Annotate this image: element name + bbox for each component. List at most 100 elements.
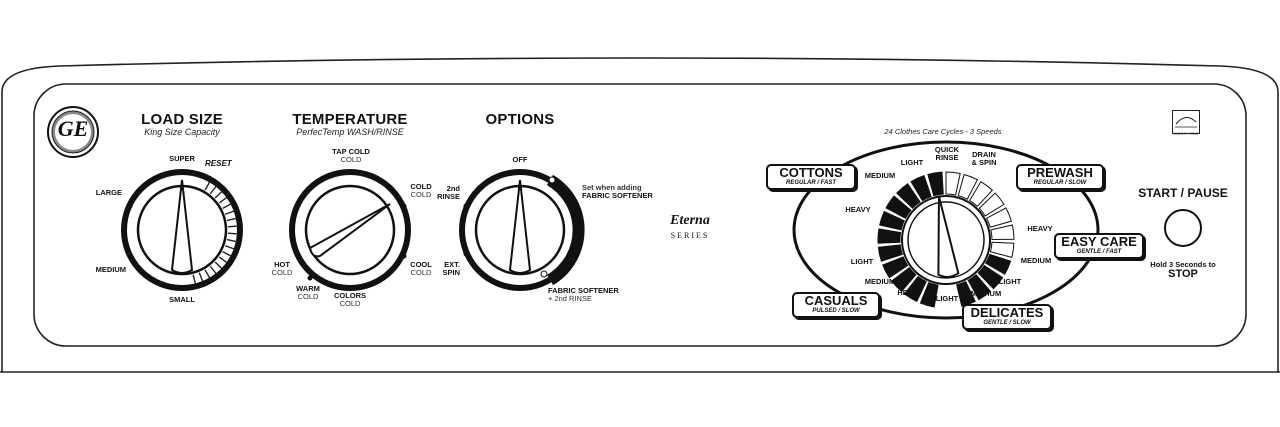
cycles-header: 24 Clothes Care Cycles - 3 Speeds	[884, 127, 1002, 136]
cyc-heavy-right: HEAVY	[1027, 224, 1053, 233]
cycle-segment	[877, 244, 903, 262]
temp-coolcold-rinse: COLD	[410, 268, 432, 277]
temp-coldcold-wash: COLD	[410, 182, 432, 191]
options-ext-spin-1: EXT.	[444, 260, 460, 269]
cyc-light-bottom: LIGHT	[935, 294, 959, 303]
cyc-drain-spin-1: DRAIN	[972, 150, 996, 159]
options-knob[interactable]	[456, 166, 586, 296]
cycle-prewash[interactable]: PREWASH REGULAR / SLOW	[1016, 164, 1104, 190]
cycle-easy-care-name: EASY CARE	[1061, 234, 1137, 249]
cycle-segment	[885, 195, 912, 219]
reset-tick	[218, 196, 228, 204]
reset-tick	[222, 250, 232, 257]
temp-colorscold-wash: COLORS	[333, 291, 367, 300]
reset-tick	[224, 210, 235, 215]
start-pause-button[interactable]	[1164, 209, 1202, 247]
ge-logo	[47, 106, 99, 158]
load-super-label: SUPER	[169, 154, 195, 163]
cyc-quick-rinse-2: RINSE	[935, 153, 959, 162]
cyc-medium-br: MEDIUM	[970, 289, 1002, 298]
cyc-medium-top: MEDIUM	[864, 171, 896, 180]
temperature-knob[interactable]	[286, 166, 416, 296]
cyc-heavy-bottom: HEAVY	[897, 288, 923, 297]
reset-tick	[209, 265, 218, 275]
cycle-cottons-speed: REGULAR / FAST	[785, 180, 836, 186]
reset-tick	[227, 232, 238, 235]
reset-tick	[204, 269, 211, 279]
cyc-light-top: LIGHT	[900, 158, 924, 167]
reset-tick	[226, 238, 237, 243]
cycle-segment	[989, 241, 1015, 258]
cycle-segment	[968, 180, 994, 208]
start-pause-hint: Hold 3 Seconds to	[1150, 260, 1216, 269]
cyc-quick-rinse-1: QUICK	[934, 145, 960, 154]
cycle-segment	[891, 267, 917, 293]
reset-tick	[209, 185, 218, 195]
cycle-segment	[985, 207, 1012, 228]
options-set-when-adding: Set when adding	[582, 183, 642, 192]
reset-tick	[204, 181, 211, 191]
cycle-segment	[896, 183, 921, 209]
temp-coldcold-rinse: COLD	[410, 190, 432, 199]
temp-tapcold-wash: TAP COLD	[332, 147, 370, 156]
cycle-segment	[956, 280, 976, 307]
reset-tick	[214, 190, 223, 199]
temp-warmcold-wash: WARM	[296, 284, 320, 293]
reset-tick	[224, 245, 235, 250]
cycle-cottons-name: COTTONS	[779, 165, 843, 180]
load-size-subtitle: King Size Capacity	[144, 127, 220, 137]
reset-tick	[222, 203, 232, 210]
cycle-easy-care[interactable]: EASY CARE GENTLE / FAST	[1054, 233, 1144, 259]
load-medium-label: MEDIUM	[95, 265, 126, 274]
cycle-segment	[882, 256, 909, 279]
cyc-drain-spin-2: & SPIN	[971, 158, 997, 167]
series-name: Eterna	[670, 213, 710, 228]
cycle-delicates-name: DELICATES	[970, 305, 1044, 320]
cycle-prewash-name: PREWASH	[1027, 165, 1093, 180]
load-reset-label: RESET	[205, 159, 232, 168]
cycle-segment	[945, 171, 961, 196]
reset-tick	[227, 225, 238, 228]
temp-warmcold-rinse: COLD	[297, 292, 319, 301]
cycle-prewash-speed: REGULAR / SLOW	[1033, 180, 1087, 186]
cycle-delicates-speed: GENTLE / SLOW	[983, 320, 1031, 326]
series-word: SERIES	[670, 231, 710, 240]
cycle-dial[interactable]	[790, 134, 1110, 326]
cycle-segment	[910, 175, 932, 202]
temperature-subtitle: PerfecTemp WASH/RINSE	[296, 127, 404, 137]
temp-coolcold-wash: COOL	[410, 260, 432, 269]
reset-tick	[218, 256, 228, 264]
energy-star-text: ENERGY STAR	[1173, 132, 1199, 136]
options-off-label: OFF	[512, 155, 528, 164]
cycle-segment	[927, 171, 944, 197]
cycle-segment	[877, 228, 902, 244]
cycle-cottons[interactable]: COTTONS REGULAR / FAST	[766, 164, 856, 190]
reset-tick	[226, 217, 237, 222]
cycle-segment	[967, 274, 992, 301]
reset-tick	[214, 261, 223, 270]
cycle-delicates[interactable]: DELICATES GENTLE / SLOW	[962, 304, 1052, 330]
options-2nd-rinse-1: 2nd	[446, 184, 460, 193]
cycle-segment	[919, 281, 939, 308]
cyc-heavy-left: HEAVY	[845, 205, 871, 214]
cycle-segment	[985, 253, 1012, 275]
options-fs-rinse-1: FABRIC SOFTENER	[548, 286, 619, 295]
load-size-knob[interactable]	[118, 166, 248, 296]
cyc-light-left: LIGHT	[850, 257, 874, 266]
cycle-segment	[879, 210, 905, 231]
cycle-segment	[990, 224, 1015, 240]
energy-star-logo	[1172, 110, 1200, 134]
cycle-casuals[interactable]: CASUALS PULSED / SLOW	[792, 292, 880, 318]
reset-tick	[192, 274, 197, 285]
cycle-segment	[977, 264, 1004, 290]
options-2nd-rinse-2: RINSE	[437, 192, 460, 201]
load-size-title: LOAD SIZE	[141, 111, 223, 128]
reset-tick	[198, 272, 204, 283]
options-title: OPTIONS	[485, 111, 555, 128]
cyc-medium-bl: MEDIUM	[864, 277, 896, 286]
cycle-segment	[978, 192, 1005, 217]
cyc-medium-right: MEDIUM	[1020, 256, 1052, 265]
options-fs-rinse-2: + 2nd RINSE	[548, 294, 592, 303]
